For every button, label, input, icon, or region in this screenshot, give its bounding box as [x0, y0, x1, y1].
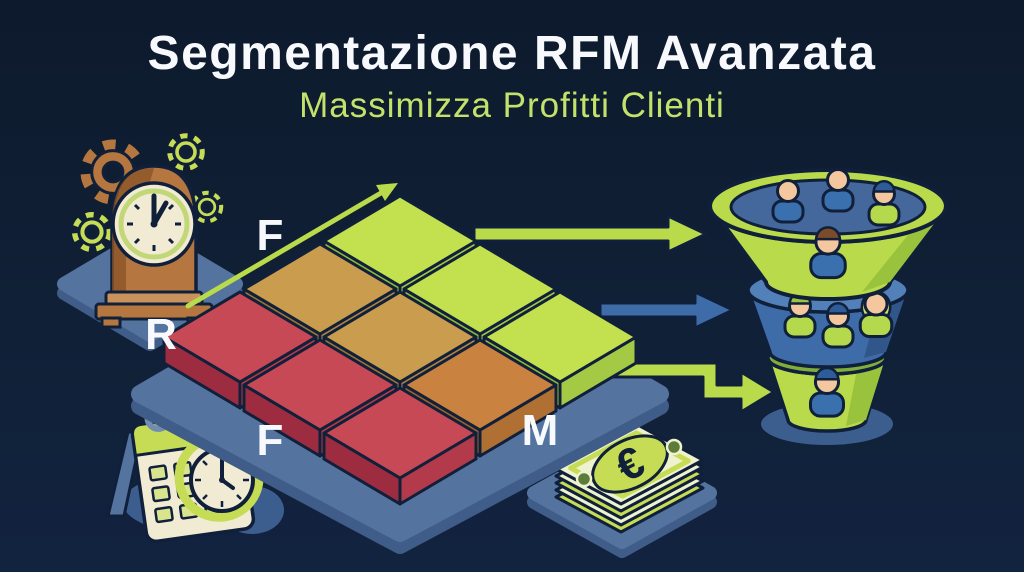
person-icon	[867, 180, 901, 227]
person-icon	[858, 290, 894, 339]
funnel-tier-bottom-shade	[846, 356, 886, 426]
arrow-top-segment	[472, 214, 708, 254]
axis-labels: F R F M	[145, 211, 558, 465]
funnel-middle-people	[783, 290, 894, 349]
person-icon	[783, 292, 817, 339]
label-recency: R	[145, 310, 177, 359]
page-subtitle: Massimizza Profitti Clienti	[299, 86, 725, 125]
arrow-bottom-segment	[580, 361, 776, 414]
clock-center	[150, 220, 158, 228]
gear-icon	[72, 212, 112, 252]
banknote-dot-left	[575, 470, 593, 488]
page-title: Segmentazione RFM Avanzata	[147, 27, 877, 80]
person-icon	[809, 226, 847, 280]
banknote-oval	[591, 434, 669, 494]
person-icon	[821, 302, 855, 349]
clock-foot-left	[100, 316, 122, 329]
gear-icon	[167, 133, 205, 171]
calendar-cell	[154, 506, 174, 524]
label-monetary: M	[522, 406, 559, 455]
funnel-top-people	[771, 168, 901, 280]
person-icon	[809, 366, 845, 418]
clock-hands	[151, 193, 169, 227]
person-icon	[821, 168, 855, 213]
stopwatch-center	[219, 477, 225, 483]
label-frequency-top: F	[257, 211, 284, 260]
person-icon	[771, 179, 805, 224]
clock-ticks	[127, 197, 181, 251]
calendar-cell	[148, 464, 168, 482]
segment-arrows	[472, 214, 776, 414]
label-frequency-bottom: F	[257, 416, 284, 465]
funnel-bottom-people	[809, 366, 845, 418]
rfm-matrix	[162, 194, 638, 506]
euro-banknotes-icon: €	[527, 423, 717, 558]
banknote-dot-right	[665, 438, 683, 456]
frequency-axis-arrow	[185, 183, 398, 309]
banknote-center: €	[591, 434, 669, 494]
gear-icon	[190, 190, 224, 224]
mantel-clock-gears-icon	[57, 133, 243, 351]
funnel-tier-top-shade	[862, 208, 946, 292]
calendar-cell	[151, 485, 171, 503]
customer-funnel-icon	[707, 168, 949, 445]
frequency-axis-arrowhead	[376, 183, 398, 201]
matrix-tile-r2c2	[322, 386, 478, 506]
arrow-middle-segment	[598, 290, 735, 330]
